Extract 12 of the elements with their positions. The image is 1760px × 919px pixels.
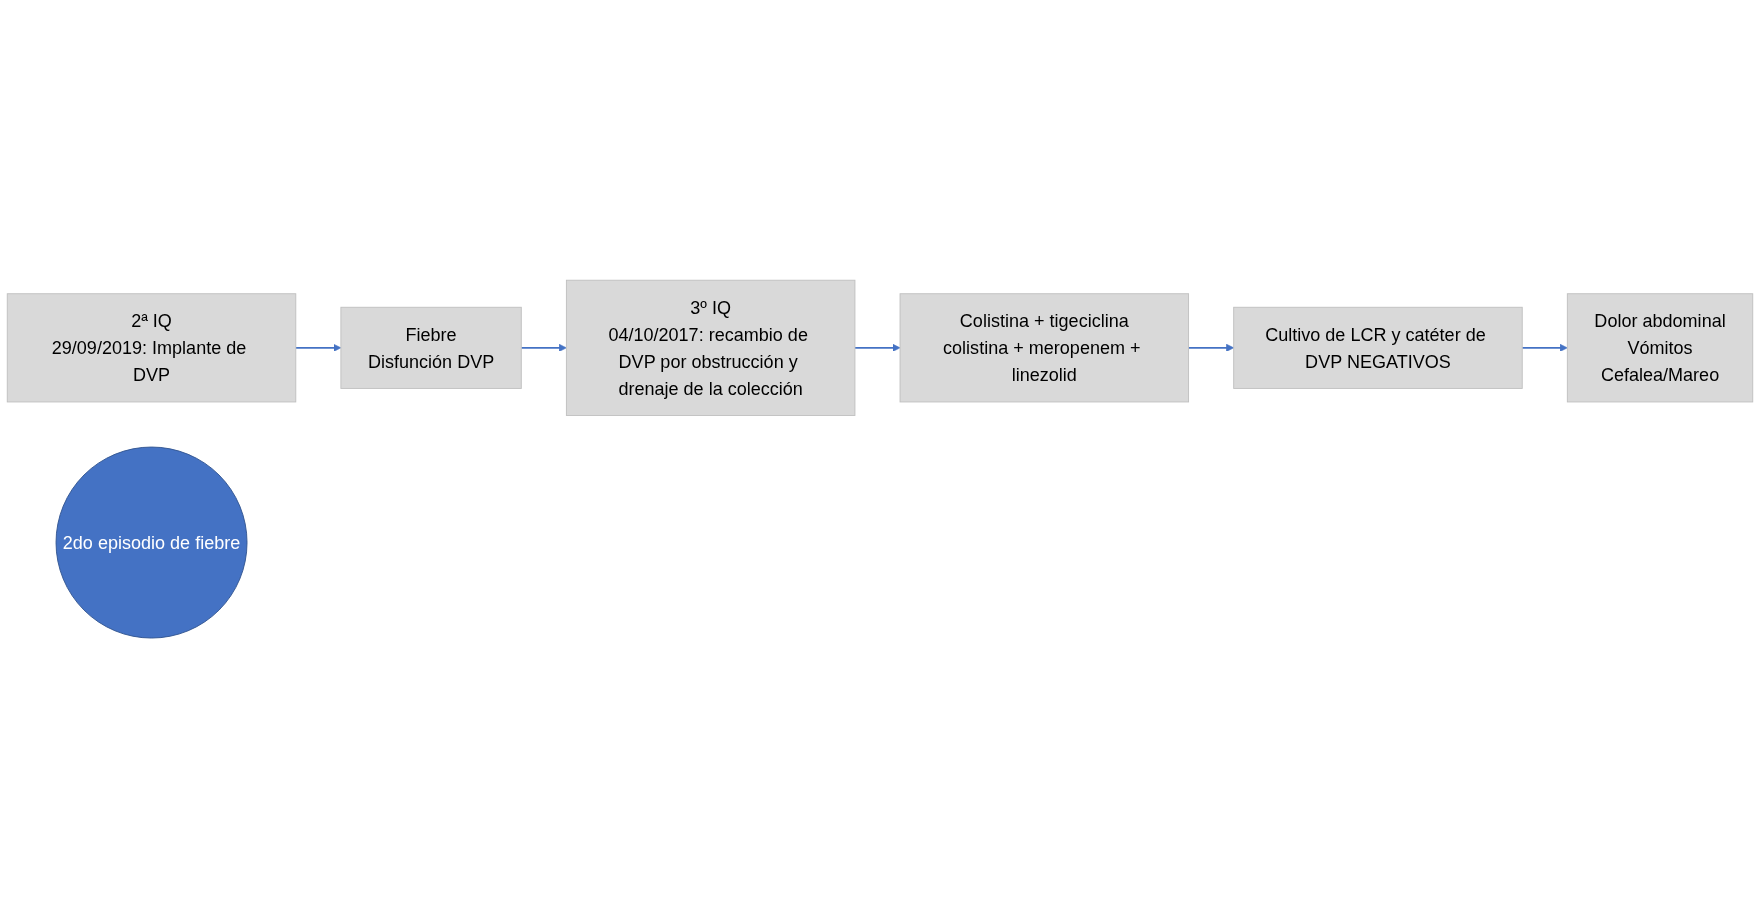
arrow [1521,344,1568,353]
arrow [854,344,901,353]
arrow [1187,344,1235,353]
node-box: Cultivo de LCR y catéter de DVP NEGATIVOS [1233,307,1523,390]
node-box: Dolor abdominal Vómitos Cefalea/Mareo [1566,293,1754,403]
arrow [294,344,342,353]
node-box: 2ª IQ 29/09/2019: Implante de DVP [6,293,297,403]
node-circle: 2do episodio de fiebre [55,446,248,639]
arrow [520,344,567,353]
node-box: 3º IQ 04/10/2017: recambio de DVP por obstrucción y drenaje de la colección [565,280,856,417]
node-box: Fiebre Disfunción DVP [340,307,522,390]
node-box: Colistina + tigeciclina colistina + meropenem + linezolid [899,293,1190,403]
